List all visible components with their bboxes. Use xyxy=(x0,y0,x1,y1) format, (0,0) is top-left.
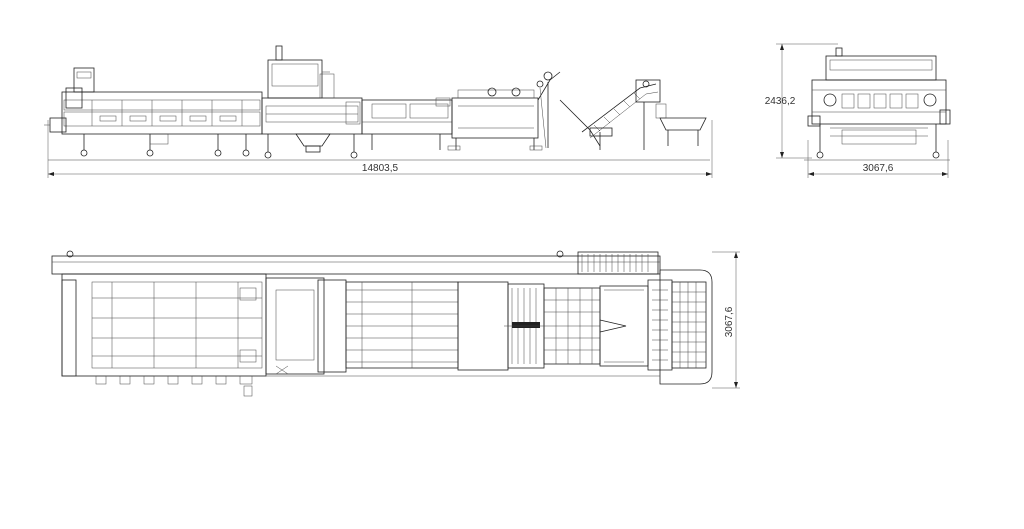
end-width-label: 3067,6 xyxy=(863,163,894,174)
top-width-label: 3067,6 xyxy=(724,306,735,337)
top-view: 3067,6 xyxy=(51,250,740,397)
end-height-label: 2436,2 xyxy=(765,96,796,107)
end-view: 2436,2 3067,6 xyxy=(765,43,951,178)
side-view: 14803,5 xyxy=(44,45,713,178)
side-length-label: 14803,5 xyxy=(362,163,399,174)
